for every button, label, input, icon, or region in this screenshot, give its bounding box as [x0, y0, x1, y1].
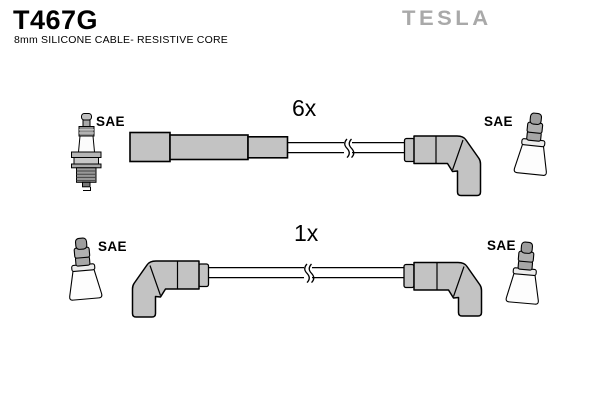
product-code: T467G	[13, 5, 99, 35]
sae-label-bottom-right: SAE	[487, 238, 516, 253]
cable-bottom	[208, 263, 404, 284]
sae-terminal-icon-bottom-right	[505, 240, 544, 305]
angled-boot-bottom-left	[131, 260, 210, 318]
quantity-label-bottom: 1x	[294, 220, 319, 246]
straight-boot-top	[129, 131, 289, 163]
sae-label-top-right: SAE	[484, 114, 513, 129]
brand-logo: TESLA	[402, 6, 492, 30]
sae-terminal-icon-top-right	[513, 111, 553, 177]
sae-terminal-icon-bottom-left	[64, 236, 103, 301]
cable-top	[287, 138, 405, 159]
cable-break-icon	[304, 263, 315, 284]
angled-boot-top-right	[403, 135, 482, 197]
angled-boot-bottom-right	[403, 261, 483, 317]
sae-label-top-left: SAE	[96, 114, 125, 129]
product-description: 8mm SILICONE CABLE- RESISTIVE CORE	[14, 34, 228, 46]
spark-plug-icon	[71, 113, 102, 191]
sae-label-bottom-left: SAE	[98, 239, 127, 254]
cable-break-icon	[344, 138, 355, 159]
quantity-label-top: 6x	[292, 95, 317, 121]
